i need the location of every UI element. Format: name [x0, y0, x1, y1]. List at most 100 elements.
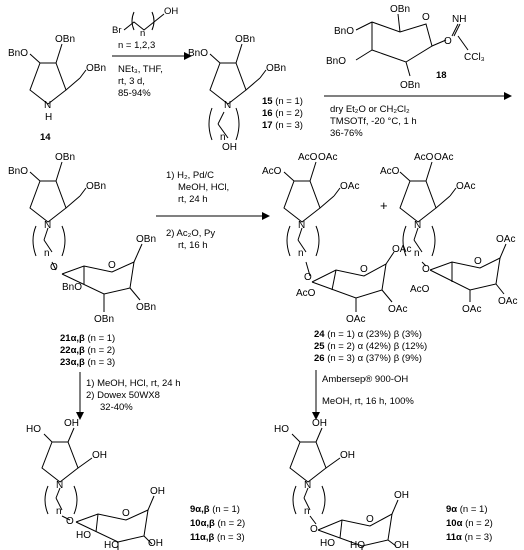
glycosidic-oxygen-label: O [50, 262, 58, 273]
obn-label: OBn [86, 181, 106, 192]
svg-text:25 (n = 2) α (42%) β (12%): 25 (n = 2) α (42%) β (12%) [314, 341, 427, 352]
svg-text:9α,β (n = 1): 9α,β (n = 1) [190, 504, 240, 515]
compound-condition: (n = 3) [465, 532, 493, 543]
hydrogen-label: H [45, 112, 52, 123]
hydroxyl-label: OH [164, 6, 178, 17]
compound-9-11-alpha-beta-labels: 9α,β (n = 1) 10α,β (n = 2) 11α,β (n = 3) [190, 504, 245, 543]
step4-conditions: 1) MeOH, HCl, rt, 24 h 2) Dowex 50WX8 32… [86, 378, 181, 413]
obn-label: OBn [94, 314, 114, 325]
trichloromethyl-label: CCl₃ [464, 52, 485, 63]
condition-line: 2) Dowex 50WX8 [86, 390, 160, 401]
glycosidic-oxygen-label: O [304, 272, 312, 283]
compound-number: 24 [314, 329, 325, 340]
donor-18: OBn BnO BnO OBn O O NH CCl₃ 18 [326, 4, 485, 91]
nitrogen-label: N [224, 100, 231, 111]
acetate-label: OAc [392, 244, 411, 255]
compound-condition: (n = 1) [275, 96, 303, 107]
compound-9-11-alpha-labels: 9α (n = 1) 10α (n = 2) 11α (n = 3) [446, 504, 493, 543]
n-subscript: n [298, 248, 304, 259]
glycosidic-oxygen-label: O [66, 516, 74, 527]
compound-21-23-labels: 21α,β (n = 1) 22α,β (n = 2) 23α,β (n = 3… [60, 333, 115, 368]
compound-number: 14 [40, 132, 51, 143]
step1-conditions: n = 1,2,3 NEt₃, THF, rt, 3 d, 85-94% [118, 40, 163, 99]
hydroxyl-label: OH [150, 486, 165, 497]
svg-text:11α (n = 3): 11α (n = 3) [446, 532, 492, 543]
step3-conditions: 1) H₂, Pd/C MeOH, HCl, rt, 24 h 2) Ac₂O,… [166, 170, 229, 251]
svg-text:22α,β (n = 2): 22α,β (n = 2) [60, 345, 115, 356]
obn-label: OBn [136, 234, 156, 245]
condition-line: rt, 24 h [178, 194, 208, 205]
hydroxyl-label: OH [394, 490, 409, 501]
bno-label: BnO [326, 56, 346, 67]
obn-label: OBn [235, 34, 255, 45]
svg-text:16 (n = 2): 16 (n = 2) [262, 108, 303, 119]
svg-text:15 (n = 1): 15 (n = 1) [262, 96, 303, 107]
acetate-label: AcO [298, 152, 318, 163]
n-subscript: n [304, 506, 310, 517]
compound-number: 17 [262, 120, 273, 131]
compound-number: 9α,β [190, 504, 210, 515]
acetate-label: AcO [380, 166, 400, 177]
bromide-label: Br [112, 25, 122, 36]
hydroxyl-label: OH [64, 418, 79, 429]
anomeric-oxygen-label: O [444, 36, 452, 47]
bno-label: BnO [8, 48, 28, 59]
obn-label: OBn [266, 63, 286, 74]
svg-text:26 (n = 3) α (37%) β (9%): 26 (n = 3) α (37%) β (9%) [314, 353, 422, 364]
hydroxyl-label: HO [26, 424, 41, 435]
compound-condition: (n = 3) [88, 357, 116, 368]
obn-label: OBn [136, 302, 156, 313]
acetate-label: OAc [462, 304, 481, 315]
obn-label: OBn [55, 34, 75, 45]
acetate-label: AcO [414, 152, 434, 163]
compound-condition: (n = 2) [275, 108, 303, 119]
step5-conditions: Ambersep® 900-OH MeOH, rt, 16 h, 100% [322, 374, 414, 407]
compound-number: 25 [314, 341, 325, 352]
hydroxyl-label: OH [222, 142, 237, 153]
compound-condition: (n = 2) α (42%) β (12%) [327, 341, 427, 352]
svg-text:10α,β (n = 2): 10α,β (n = 2) [190, 518, 245, 529]
compound-number: 21α,β [60, 333, 85, 344]
acetate-label: OAc [498, 296, 517, 307]
n-subscript: n [44, 248, 50, 259]
bno-label: BnO [334, 26, 354, 37]
ring-oxygen-label: O [122, 508, 130, 519]
bno-label: BnO [188, 48, 208, 59]
hydroxyl-label: HO [76, 530, 91, 541]
condition-yield: 32-40% [100, 402, 133, 413]
n-subscript: n [140, 28, 145, 39]
hydroxyl-label: HO [274, 424, 289, 435]
svg-text:24 (n = 1) α (23%) β (3%): 24 (n = 1) α (23%) β (3%) [314, 329, 422, 340]
n-subscript: n [56, 506, 62, 517]
compound-24-26-beta: n AcO AcO OAc OAc N O O OAc AcO OAc OAc [380, 152, 517, 315]
condition-line: rt, 16 h [178, 240, 208, 251]
svg-text:23α,β (n = 3): 23α,β (n = 3) [60, 357, 115, 368]
compound-number: 11α,β [190, 532, 215, 543]
compound-24-26-alpha: n AcO AcO OAc OAc N O O OAc AcO OAc OAc [262, 152, 411, 325]
hydroxyl-label: HO [320, 538, 335, 549]
acetate-label: OAc [434, 152, 453, 163]
compound-condition: (n = 1) [460, 504, 488, 515]
compound-15-17: n OBn BnO OBn N OH [188, 34, 286, 153]
nitrogen-label: N [44, 220, 51, 231]
nitrogen-label: N [56, 480, 63, 491]
acetate-label: OAc [456, 181, 475, 192]
obn-label: OBn [400, 80, 420, 91]
condition-line: MeOH, rt, 16 h, 100% [322, 396, 414, 407]
compound-condition: (n = 3) [217, 532, 245, 543]
acetate-label: OAc [346, 314, 365, 325]
condition-line: Ambersep® 900-OH [322, 374, 408, 385]
compound-14: OBn BnO OBn N H 14 [8, 34, 106, 143]
nitrogen-label: N [304, 480, 311, 491]
compound-number: 23α,β [60, 357, 85, 368]
acetate-label: OAc [388, 304, 407, 315]
compound-15-17-labels: 15 (n = 1) 16 (n = 2) 17 (n = 3) [262, 96, 303, 131]
plus-sign: + [380, 198, 388, 213]
condition-line: MeOH, HCl, [178, 182, 229, 193]
hydroxyl-label: HO [104, 540, 119, 550]
ring-oxygen-label: O [360, 264, 368, 275]
svg-text:9α (n = 1): 9α (n = 1) [446, 504, 488, 515]
compound-condition: (n = 2) [218, 518, 246, 529]
compound-condition: (n = 2) [465, 518, 493, 529]
